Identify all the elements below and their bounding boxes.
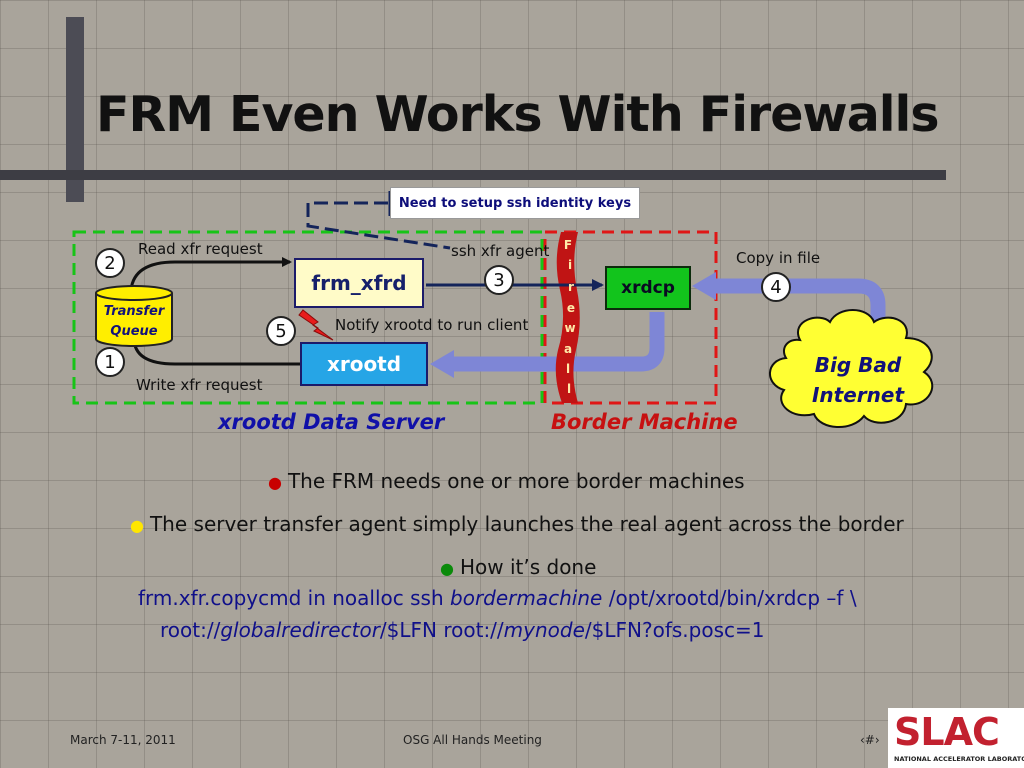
step-1-badge: 1 [95,347,125,377]
step-5-badge: 5 [266,316,296,346]
footer-date: March 7-11, 2011 [70,733,176,747]
xrootd-arrowhead [430,350,454,378]
cloud-label: Big Bad Internet [790,350,926,410]
transfer-queue-cylinder-icon [95,285,173,347]
bullet-text: The FRM needs one or more border machine… [287,469,745,493]
firewall-letter: F [563,238,573,252]
bullet-dot-icon: ● [268,473,282,492]
xrdcp-to-xrootd-arrow [452,312,665,372]
firewall-letter: r [568,280,574,294]
read-arrow [129,257,292,291]
command-italic: mynode [503,618,585,642]
firewall-letter: l [565,362,571,376]
slac-logo-subtitle: NATIONAL ACCELERATOR LABORATORY [894,755,1024,763]
command-text: /$LFN?ofs.posc=1 [584,618,765,642]
footer-meeting: OSG All Hands Meeting [403,733,542,747]
command-line-1: frm.xfr.copycmd in noalloc ssh bordermac… [138,586,857,610]
queue-label-line1: Transfer [103,304,165,319]
callout-connector [306,201,451,250]
firewall-letter: i [567,258,573,272]
bullet-dot-icon: ● [440,559,454,578]
bullet-item: ● The server transfer agent simply launch… [130,512,904,536]
command-line-2: root://globalredirector/$LFN root://myno… [160,618,764,642]
data-server-label: xrootd Data Server [218,410,445,434]
slac-logo: SLAC NATIONAL ACCELERATOR LABORATORY [888,708,1024,768]
cloud-label-line1: Big Bad [814,353,902,377]
step-2-badge: 2 [95,248,125,278]
notify-label: Notify xrootd to run client [335,316,529,334]
firewall-band [555,232,580,403]
copy-in-label: Copy in file [736,249,821,267]
lightning-bolt-icon [298,309,334,341]
firewall-letter: w [564,321,576,335]
command-italic: bordermachine [450,586,603,610]
queue-label-line2: Queue [110,324,158,339]
firewall-letter: e [566,301,576,315]
ssh-keys-callout: Need to setup ssh identity keys [390,187,640,219]
cloud-label-line2: Internet [811,383,905,407]
command-text: /opt/xrootd/bin/xrdcp –f \ [602,586,857,610]
firewall-letter: a [563,342,573,356]
command-italic: globalredirector [220,618,380,642]
slac-logo-word: SLAC [894,710,1000,754]
title-underline-bar [0,170,946,180]
ssh-agent-label: ssh xfr agent [451,242,550,260]
xrootd-box: xrootd [300,342,428,386]
bullet-text: The server transfer agent simply launche… [149,512,904,536]
command-text: /$LFN root:// [379,618,504,642]
step-3-badge: 3 [484,265,514,295]
title-accent-bar [66,17,84,202]
bullet-item: ● The FRM needs one or more border machin… [268,469,745,493]
xrdcp-box: xrdcp [605,266,691,310]
bullet-text: How it’s done [459,555,597,579]
write-xfr-label: Write xfr request [136,376,263,394]
command-text: root:// [160,618,221,642]
internet-arrowhead [692,272,716,300]
read-xfr-label: Read xfr request [138,240,263,258]
step-4-badge: 4 [761,272,791,302]
border-machine-boundary [543,230,718,405]
data-server-boundary [72,230,544,405]
internet-cloud-icon [769,309,934,429]
firewall-letter: l [566,382,572,396]
bullet-item: ● How it’s done [440,555,596,579]
footer-page-number: ‹#› [860,733,880,747]
internet-to-xrdcp-arrow [712,278,886,332]
slide-title: FRM Even Works With Firewalls [96,86,940,143]
frm-xfrd-box: frm_xfrd [294,258,424,308]
command-text: frm.xfr.copycmd in noalloc ssh [138,586,451,610]
bullet-dot-icon: ● [130,516,144,535]
border-machine-label: Border Machine [551,410,738,434]
